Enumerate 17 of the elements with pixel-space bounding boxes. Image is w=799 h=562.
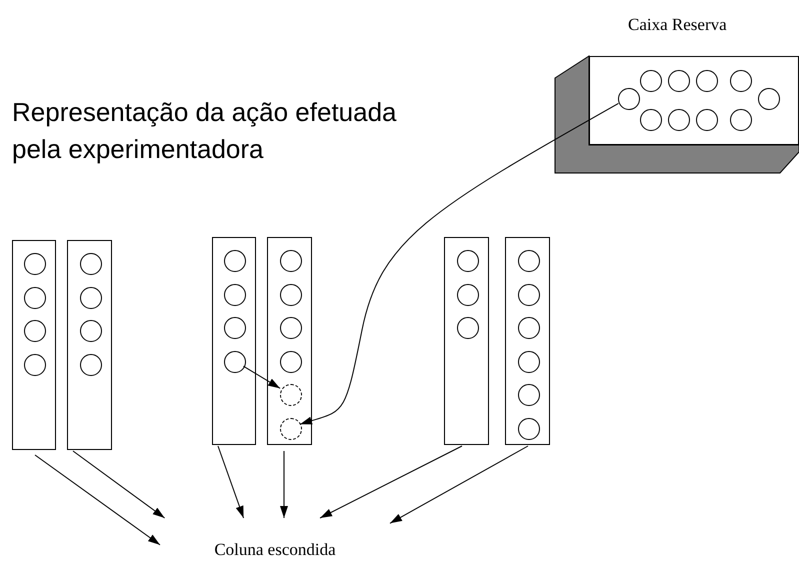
column-box — [267, 237, 312, 445]
column-box — [444, 237, 489, 445]
column-box — [67, 240, 112, 450]
arrow — [218, 446, 244, 518]
arrow — [320, 446, 462, 518]
arrow — [72, 450, 166, 518]
column-box — [505, 237, 550, 445]
column-box — [212, 237, 256, 445]
arrow — [242, 366, 281, 389]
arrow — [300, 102, 619, 425]
arrow — [280, 450, 288, 518]
diagram-heading: Representação da ação efetuada pela experimentadora — [12, 96, 398, 166]
arrow — [34, 454, 160, 546]
target-label: Coluna escondida — [214, 538, 336, 560]
arrow — [390, 446, 528, 524]
box-heading: Caixa Reserva — [628, 14, 727, 36]
column-box — [12, 240, 56, 450]
